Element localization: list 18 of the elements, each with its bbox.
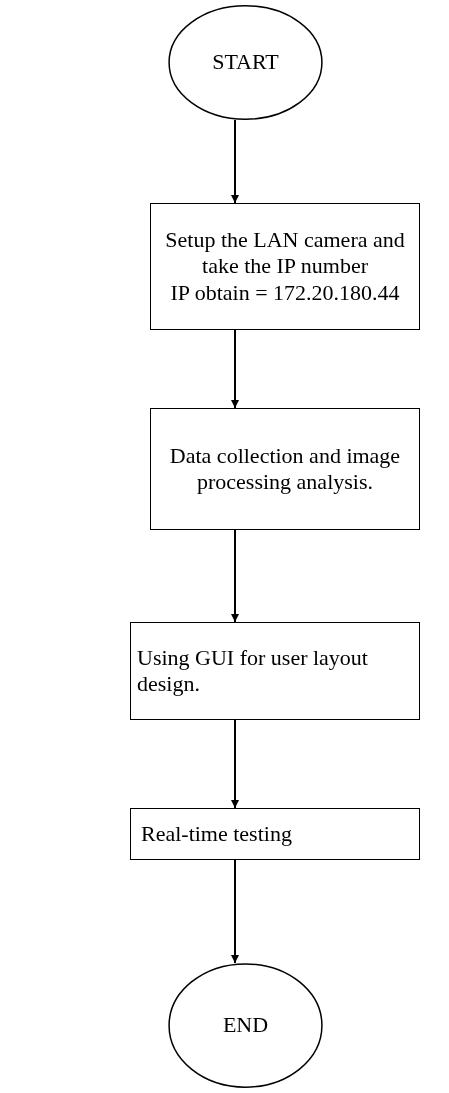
arrow — [231, 859, 239, 964]
step-text: END — [221, 1012, 270, 1039]
process-box — [130, 622, 420, 720]
step-text: Data collection and image processing analysis. — [169, 442, 401, 496]
process-box — [150, 203, 420, 330]
step-text: Setup the LAN camera and take the IP number — [164, 226, 406, 280]
step-text: START — [211, 49, 280, 76]
arrow — [231, 529, 239, 623]
process-box — [130, 808, 420, 860]
terminal-ellipse — [168, 963, 323, 1088]
process-box — [150, 408, 420, 530]
step-text: IP obtain = 172.20.180.44 — [169, 279, 401, 307]
arrow — [231, 119, 239, 204]
arrow — [231, 719, 239, 809]
terminal-ellipse — [168, 5, 323, 120]
arrow — [231, 329, 239, 409]
step-text: Real-time testing — [141, 820, 293, 848]
step-text: Using GUI for user layout design. — [137, 644, 369, 698]
